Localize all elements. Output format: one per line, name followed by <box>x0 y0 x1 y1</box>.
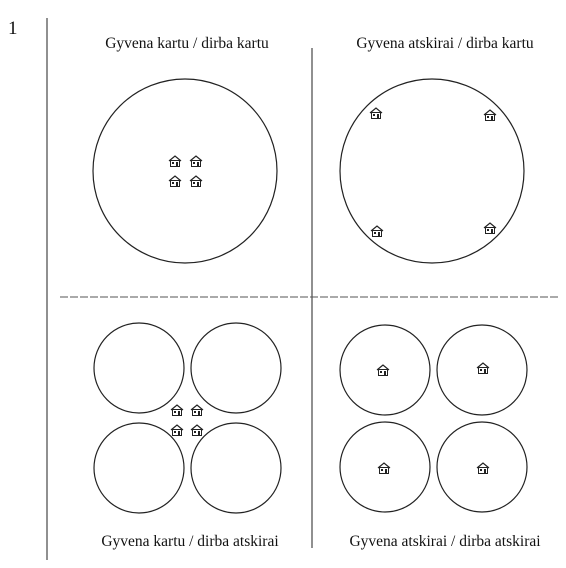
q1-circle <box>92 78 278 264</box>
q3-circle <box>93 422 185 514</box>
house-icon <box>476 462 490 474</box>
figure-number: 1 <box>8 18 18 39</box>
q3-circle <box>190 322 282 414</box>
house-icon <box>476 362 490 374</box>
q4-circle <box>339 421 431 513</box>
quadrant-title-live-together-work-apart: Gyvena kartu / dirba atskirai <box>101 533 279 550</box>
house-icon <box>376 364 390 376</box>
house-icon <box>483 109 497 121</box>
house-icon <box>170 404 184 416</box>
house-icon <box>170 424 184 436</box>
q2-circle <box>339 78 525 264</box>
house-icon <box>168 175 182 187</box>
house-icon <box>369 107 383 119</box>
q3-circle <box>93 322 185 414</box>
q4-circle <box>436 421 528 513</box>
house-icon <box>483 222 497 234</box>
q4-circle <box>339 324 431 416</box>
q4-circle <box>436 324 528 416</box>
quadrant-title-live-apart-work-together: Gyvena atskirai / dirba kartu <box>356 35 534 52</box>
q3-circle <box>190 422 282 514</box>
house-icon <box>190 404 204 416</box>
house-icon <box>370 225 384 237</box>
house-icon <box>377 462 391 474</box>
house-icon <box>168 155 182 167</box>
quadrant-title-live-apart-work-apart: Gyvena atskirai / dirba atskirai <box>349 533 541 550</box>
quadrant-title-live-together-work-together: Gyvena kartu / dirba kartu <box>105 35 269 52</box>
house-icon <box>189 175 203 187</box>
house-icon <box>189 155 203 167</box>
house-icon <box>190 424 204 436</box>
